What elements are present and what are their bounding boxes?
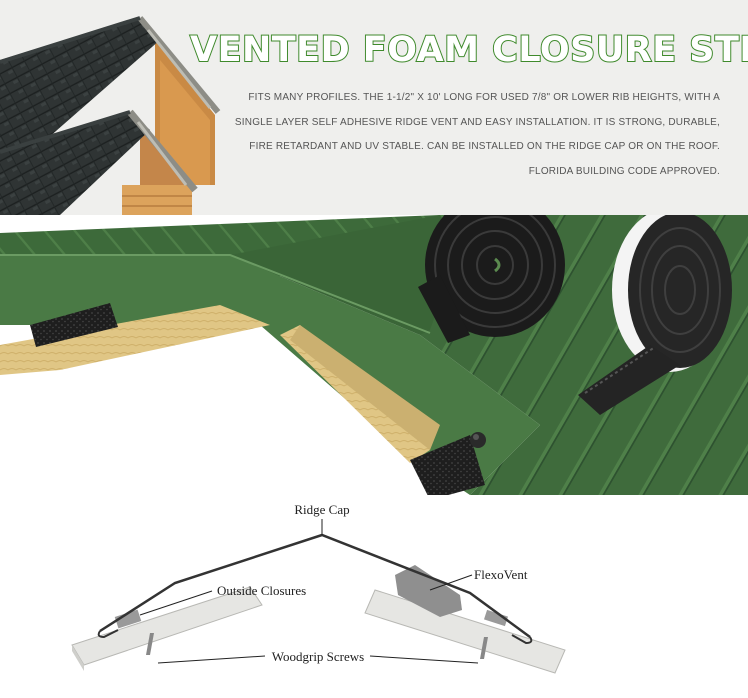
description-line: FITS MANY PROFILES. THE 1-1/2" X 10' LON… bbox=[248, 92, 720, 103]
woodgrip-screws-label: Woodgrip Screws bbox=[272, 649, 364, 664]
ridge-cap-diagram: Ridge Cap Outside Closures FlexoVent Woo… bbox=[71, 502, 566, 674]
ridge-cap-label: Ridge Cap bbox=[294, 502, 349, 517]
house-roof-illustration bbox=[0, 16, 221, 215]
flexovent-label: FlexoVent bbox=[474, 567, 528, 582]
product-description: FITS MANY PROFILES. THE 1-1/2" X 10' LON… bbox=[230, 86, 720, 184]
description-line: FLORIDA BUILDING CODE APPROVED. bbox=[528, 165, 720, 177]
description-line: FIRE RETARDANT AND UV STABLE. CAN BE INS… bbox=[249, 141, 720, 152]
vented-foam-roll bbox=[578, 215, 732, 415]
outside-closures-label: Outside Closures bbox=[217, 583, 306, 598]
header-banner: VENTED FOAM CLOSURE STRIP FITS MANY PROF… bbox=[0, 0, 748, 215]
black-foam-roll bbox=[418, 215, 565, 343]
ridge-installation-illustration bbox=[0, 215, 748, 495]
description-line: SINGLE LAYER SELF ADHESIVE RIDGE VENT AN… bbox=[234, 116, 720, 128]
page-title: VENTED FOAM CLOSURE STRIP bbox=[189, 29, 748, 71]
